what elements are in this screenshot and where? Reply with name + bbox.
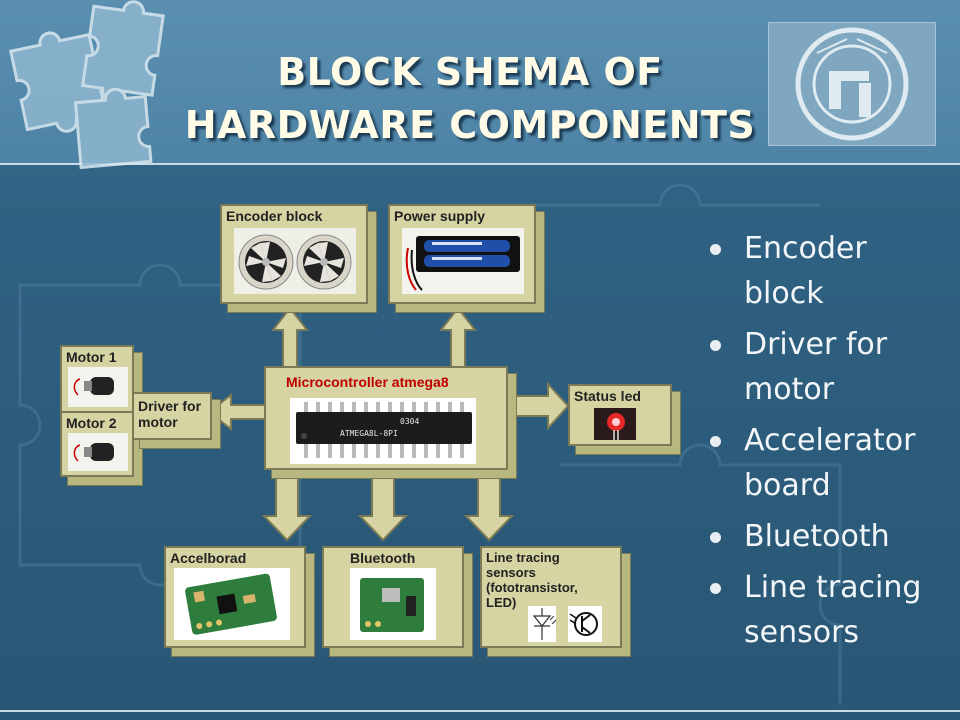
- arrow-to-status: [507, 381, 570, 431]
- arrow-to-bluetooth: [357, 469, 409, 542]
- chip-text-1: 0304: [400, 417, 419, 426]
- led-symbol-image: [528, 606, 556, 642]
- driver-label-line1: Driver for: [138, 398, 202, 414]
- motor-block-box: Motor 1 Motor 2: [60, 345, 134, 477]
- bullet-line: block: [744, 276, 824, 311]
- slide-title: BLOCK SHEMA OF HARDWARE COMPONENTS: [140, 46, 800, 152]
- university-seal-logo: [795, 27, 909, 141]
- line-label-4: LED): [486, 595, 517, 610]
- red-led-image: [594, 408, 636, 440]
- line-label-3: (fototransistor,: [486, 580, 578, 595]
- title-line-2: HARDWARE COMPONENTS: [184, 103, 756, 147]
- bullet-line: Encoder: [744, 231, 867, 266]
- bullet-line: motor: [744, 372, 835, 407]
- microcontroller-box: Microcontroller atmega8 0304 ATMEGA8L-8P…: [264, 366, 508, 470]
- bullet-item: Bluetooth: [706, 514, 956, 559]
- bullet-item: Driver for motor: [706, 322, 956, 412]
- title-line-1: BLOCK SHEMA OF: [277, 50, 663, 94]
- power-supply-label: Power supply: [394, 208, 486, 224]
- driver-block-box: Driver for motor: [132, 392, 212, 440]
- power-supply-box: Power supply: [388, 204, 536, 304]
- accelerometer-board-image: [174, 568, 290, 640]
- arrow-to-encoder: [270, 306, 310, 369]
- motor2-label: Motor 2: [66, 415, 117, 431]
- chip-text-2: ATMEGA8L-8PI: [340, 429, 398, 438]
- bluetooth-label: Bluetooth: [350, 550, 416, 566]
- microcontroller-label: Microcontroller atmega8: [286, 374, 449, 390]
- phototransistor-schematic-icon: [569, 612, 598, 636]
- line-label-2: sensors: [486, 565, 536, 580]
- bluetooth-module-image: [350, 568, 436, 640]
- arrow-to-driver: [207, 392, 266, 432]
- status-led-label: Status led: [574, 388, 641, 404]
- bullet-line: sensors: [744, 615, 860, 650]
- battery-pack-image: [402, 228, 524, 294]
- arrow-to-accel: [261, 469, 313, 542]
- puzzle-pieces-icon: [8, 0, 165, 170]
- motor1-label: Motor 1: [66, 349, 117, 365]
- bullet-line: Accelerator: [744, 423, 916, 458]
- bullet-dot-icon: [710, 340, 721, 351]
- driver-label-line2: motor: [138, 414, 178, 430]
- arrow-to-line: [463, 469, 515, 542]
- bullet-item: Line tracing sensors: [706, 565, 956, 655]
- bluetooth-box: Bluetooth: [322, 546, 464, 648]
- bullet-line: Bluetooth: [744, 519, 890, 554]
- encoder-block-box: Encoder block: [220, 204, 368, 304]
- bullet-item: Accelerator board: [706, 418, 956, 508]
- motor-divider: [62, 411, 132, 413]
- bullet-item: Encoder block: [706, 226, 956, 316]
- led-schematic-icon: [532, 608, 556, 640]
- atmega8-chip-image: 0304 ATMEGA8L-8PI: [290, 398, 476, 464]
- phototransistor-symbol-image: [568, 606, 602, 642]
- encoder-wheels-image: [234, 228, 356, 294]
- arrow-to-power: [438, 306, 478, 369]
- university-logo: [768, 22, 936, 146]
- motor2-image: [68, 433, 128, 471]
- bullet-line: Driver for: [744, 327, 888, 362]
- bullet-dot-icon: [710, 532, 721, 543]
- bullet-line: board: [744, 468, 831, 503]
- status-led-box: Status led: [568, 384, 672, 446]
- component-bullet-list: Encoder block Driver for motor Accelerat…: [706, 226, 956, 661]
- line-label-1: Line tracing: [486, 550, 560, 565]
- encoder-block-label: Encoder block: [226, 208, 323, 224]
- line-sensors-label: Line tracing sensors (fototransistor, LE…: [486, 550, 578, 610]
- motor1-image: [68, 367, 128, 407]
- bullet-dot-icon: [710, 583, 721, 594]
- bullet-dot-icon: [710, 244, 721, 255]
- line-sensors-box: Line tracing sensors (fototransistor, LE…: [480, 546, 622, 648]
- accel-board-label: Accelborad: [170, 550, 247, 566]
- footer-divider: [0, 710, 960, 712]
- bullet-dot-icon: [710, 436, 721, 447]
- driver-label: Driver for motor: [138, 398, 201, 430]
- bullet-line: Line tracing: [744, 570, 922, 605]
- accel-board-box: Accelborad: [164, 546, 306, 648]
